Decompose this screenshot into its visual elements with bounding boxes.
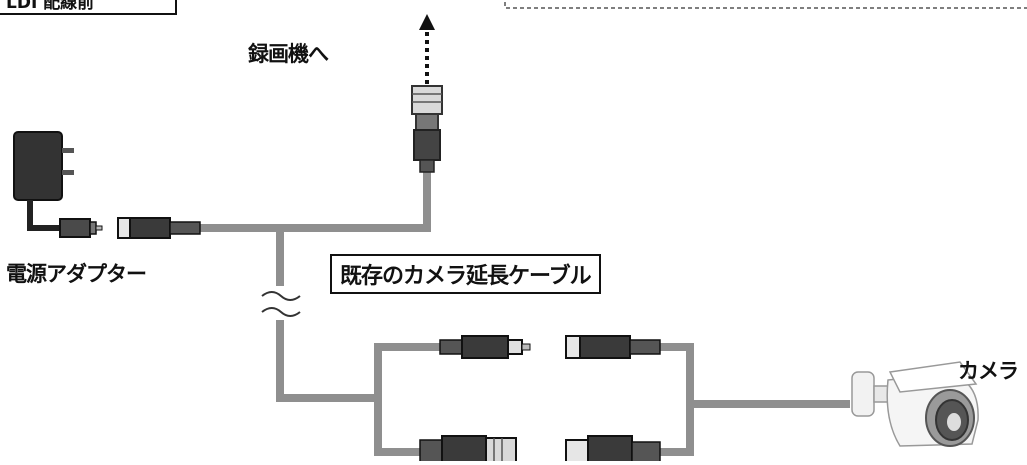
- camera-label: カメラ: [958, 359, 1019, 383]
- cable-left-bracket: [374, 343, 440, 456]
- dc-plug-male-icon: [439, 335, 531, 359]
- cable-drop-lower: [276, 320, 380, 402]
- cable-break-icon: [261, 291, 301, 317]
- cable-to-recorder: [200, 168, 431, 232]
- dc-jack-female-icon: [565, 335, 661, 359]
- bnc-connector-icon: [411, 85, 443, 173]
- bnc-connector-icon: [419, 435, 517, 465]
- corner-tag: LDI 配線前: [0, 0, 177, 15]
- dashed-panel-border: [504, 0, 1027, 9]
- security-camera-icon: [851, 361, 979, 447]
- cable-lines: [200, 168, 850, 456]
- corner-tag-text: LDI 配線前: [6, 0, 94, 13]
- existing-cable-label: 既存のカメラ延長ケーブル: [330, 254, 601, 294]
- dc-jack-female-icon: [117, 217, 201, 239]
- dc-plug-male-icon: [59, 218, 103, 238]
- bnc-connector-icon: [565, 435, 661, 465]
- power-adapter-label: 電源アダプター: [6, 262, 147, 286]
- to-recorder-label: 録画機へ: [248, 42, 329, 66]
- arrow-up-icon: [419, 14, 435, 84]
- power-adapter-icon: [13, 131, 74, 231]
